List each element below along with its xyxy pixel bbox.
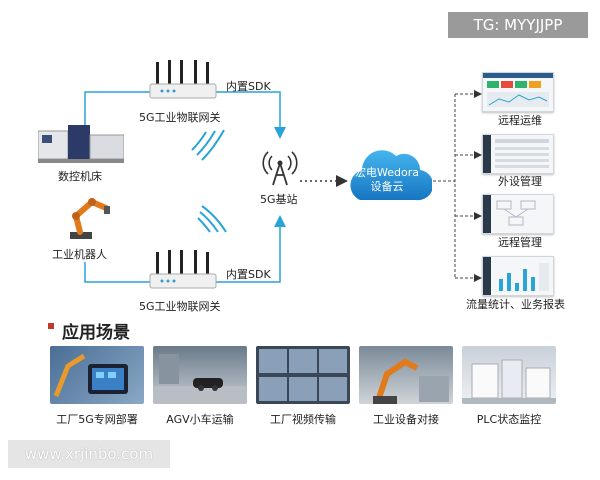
cloud-icon xyxy=(342,140,434,210)
scenario-label-video: 工厂视频传输 xyxy=(270,413,336,426)
link-gateway-cnc xyxy=(84,91,150,128)
peripheral-mgmt-screenshot xyxy=(482,134,554,174)
watermark-bottom: www.xrjinbo.com xyxy=(8,440,170,468)
sdk-bottom-label: 内置SDK xyxy=(226,268,271,281)
sdk-top-label: 内置SDK xyxy=(226,80,271,93)
remote-mgmt-screenshot xyxy=(482,194,554,234)
traffic-report-screenshot xyxy=(482,256,554,296)
watermark-top: TG: MYYJJPP xyxy=(448,12,588,38)
cloud-label-subtitle: 设备云 xyxy=(370,180,404,193)
service-label-peripheral-mgmt: 外设管理 xyxy=(498,175,542,188)
gateway-top-label: 5G工业物联网关 xyxy=(139,111,221,124)
wifi-signal-icon xyxy=(197,205,227,233)
link-gateway-robot xyxy=(84,262,150,283)
gateway-bottom-label: 5G工业物联网关 xyxy=(139,300,221,313)
scenario-photo-5g-network xyxy=(50,346,144,404)
remote-ops-screenshot xyxy=(482,72,554,112)
robot-label: 工业机器人 xyxy=(52,248,107,261)
scenario-photo-equipment xyxy=(359,346,453,404)
cnc-label: 数控机床 xyxy=(58,170,102,183)
gateway-top-icon xyxy=(148,60,218,104)
wifi-signal-icon xyxy=(191,129,225,161)
service-label-remote-mgmt: 远程管理 xyxy=(498,236,542,249)
service-label-traffic-report: 流量统计、业务报表 xyxy=(466,298,565,311)
scenario-photo-video xyxy=(256,346,350,404)
scenario-label-equipment: 工业设备对接 xyxy=(373,413,439,426)
gateway-bottom-icon xyxy=(148,250,218,294)
scenarios-title: 应用场景 xyxy=(62,323,130,343)
base-station-label: 5G基站 xyxy=(260,193,298,206)
link-gateway-bottom-station xyxy=(215,215,286,283)
cnc-machine-icon xyxy=(37,125,125,163)
scenario-photo-agv xyxy=(153,346,247,404)
section-bullet xyxy=(48,323,54,329)
industrial-robot-icon xyxy=(62,194,112,240)
scenario-photo-plc xyxy=(462,346,556,404)
cloud-label-title: 宏电Wedora xyxy=(355,166,419,179)
base-station-icon xyxy=(262,150,298,186)
link-gateway-top-station xyxy=(215,91,286,139)
scenario-label-agv: AGV小车运输 xyxy=(166,413,234,426)
scenario-label-5g-network: 工厂5G专网部署 xyxy=(56,413,138,426)
scenario-label-plc: PLC状态监控 xyxy=(476,413,542,426)
service-label-remote-ops: 远程运维 xyxy=(498,114,542,127)
